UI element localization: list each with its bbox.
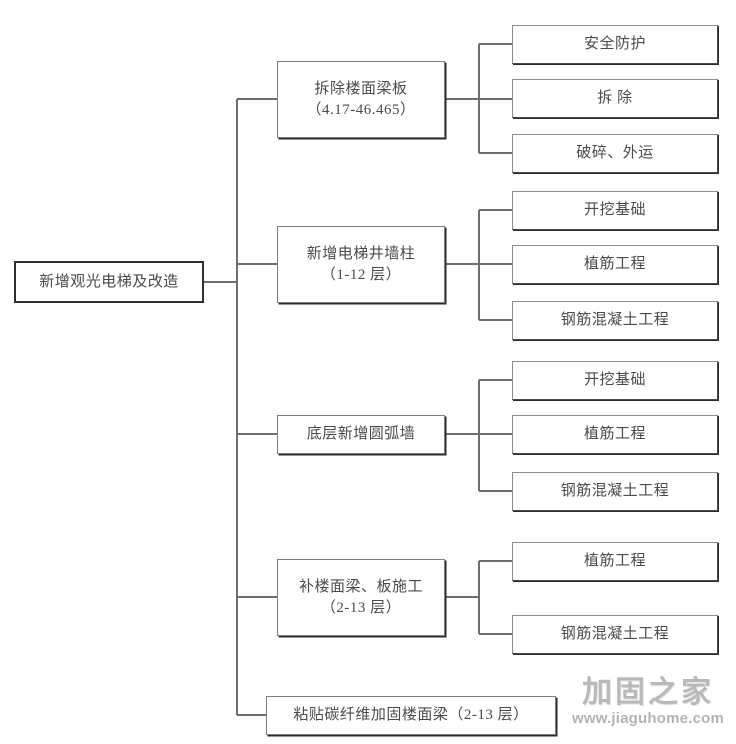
node-leaf-1-1-label: 安全防护	[583, 36, 646, 53]
node-leaf-2-1-label: 开挖基础	[583, 202, 646, 219]
node-leaf-3-1[interactable]: 开挖基础	[512, 361, 718, 400]
node-leaf-2-3-label: 钢筋混凝土工程	[560, 312, 670, 329]
node-leaf-2-3[interactable]: 钢筋混凝土工程	[512, 301, 718, 340]
node-leaf-4-1-label: 植筋工程	[583, 553, 646, 570]
node-leaf-2-2[interactable]: 植筋工程	[512, 245, 718, 284]
node-leaf-3-2[interactable]: 植筋工程	[512, 415, 718, 454]
node-branch-1[interactable]: 拆除楼面梁板 （4.17-46.465）	[277, 61, 445, 138]
node-leaf-1-3-label: 破碎、外运	[576, 145, 654, 162]
node-leaf-2-1[interactable]: 开挖基础	[512, 191, 718, 230]
node-leaf-3-3[interactable]: 钢筋混凝土工程	[512, 472, 718, 511]
node-root[interactable]: 新增观光电梯及改造	[14, 261, 204, 303]
watermark-brand: 加固之家	[582, 676, 714, 709]
node-branch-5[interactable]: 粘贴碳纤维加固楼面梁（2-13 层）	[266, 696, 556, 735]
node-branch-4[interactable]: 补楼面梁、板施工 （2-13 层）	[277, 559, 445, 636]
node-leaf-4-2[interactable]: 钢筋混凝土工程	[512, 615, 718, 654]
watermark-url: www.jiaguhome.com	[571, 710, 725, 727]
node-branch-3-label: 底层新增圆弧墙	[306, 426, 416, 443]
node-leaf-3-2-label: 植筋工程	[583, 426, 646, 443]
watermark: 加固之家 www.jiaguhome.com	[563, 676, 733, 740]
node-branch-1-label: 拆除楼面梁板 （4.17-46.465）	[306, 81, 416, 118]
node-branch-5-label: 粘贴碳纤维加固楼面梁（2-13 层）	[293, 707, 529, 724]
node-leaf-1-3[interactable]: 破碎、外运	[512, 134, 718, 173]
node-branch-3[interactable]: 底层新增圆弧墙	[277, 415, 445, 454]
node-leaf-1-2-label: 拆 除	[597, 90, 633, 107]
node-root-label: 新增观光电梯及改造	[39, 273, 179, 290]
node-branch-4-label: 补楼面梁、板施工 （2-13 层）	[298, 579, 423, 616]
node-leaf-2-2-label: 植筋工程	[583, 256, 646, 273]
node-branch-2-label: 新增电梯井墙柱 （1-12 层）	[306, 246, 416, 283]
node-leaf-4-2-label: 钢筋混凝土工程	[560, 626, 670, 643]
node-leaf-3-3-label: 钢筋混凝土工程	[560, 483, 670, 500]
node-leaf-1-2[interactable]: 拆 除	[512, 79, 718, 118]
node-leaf-3-1-label: 开挖基础	[583, 372, 646, 389]
node-leaf-1-1[interactable]: 安全防护	[512, 25, 718, 64]
node-branch-2[interactable]: 新增电梯井墙柱 （1-12 层）	[277, 226, 445, 303]
node-leaf-4-1[interactable]: 植筋工程	[512, 542, 718, 581]
